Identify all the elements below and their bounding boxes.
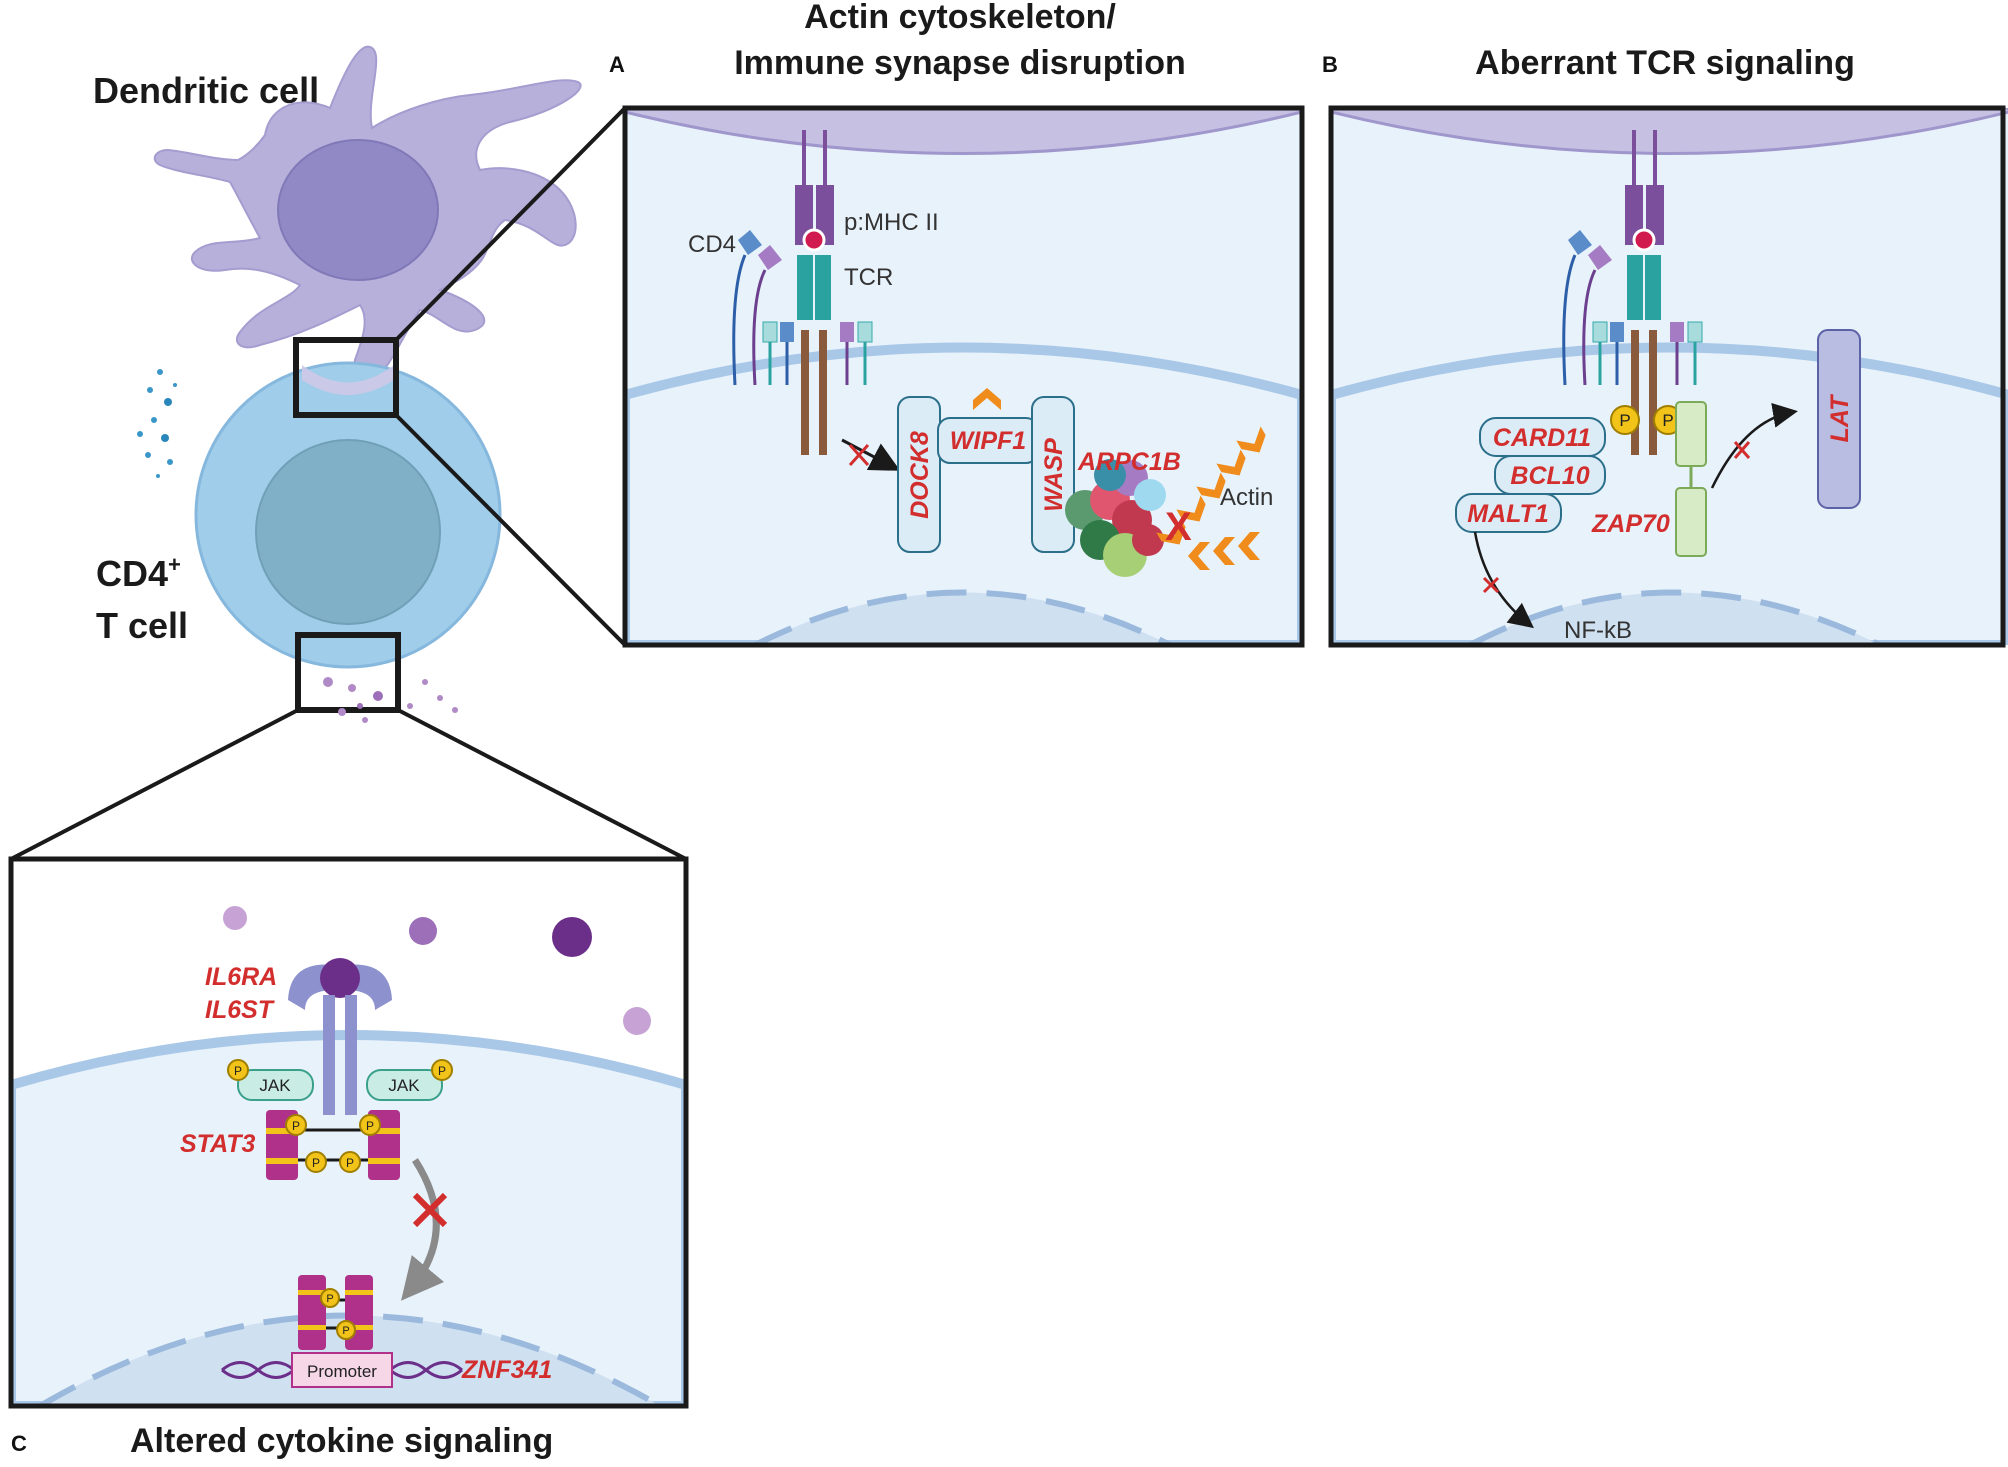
gene-il6st: IL6ST [205, 996, 276, 1024]
inhibition-cross-icon [1733, 441, 1751, 459]
translocation-arrow [401, 1158, 445, 1301]
svg-text:P: P [312, 1156, 320, 1170]
receptor-complex-a [732, 130, 873, 455]
zoom-connectors [10, 106, 687, 861]
pmhc-label: p:MHC II [844, 209, 939, 236]
panel-c-scene: IL6RA IL6ST JAK P JAK P P P [11, 859, 686, 1406]
t-cell [194, 361, 502, 669]
dna-right [389, 1361, 463, 1379]
zap70-lower [1675, 487, 1707, 557]
inhibition-cross-icon [412, 1192, 448, 1228]
zoom-box-synapse [293, 337, 399, 418]
gene-zap70: ZAP70 [1591, 510, 1670, 538]
svg-text:P: P [1619, 411, 1630, 430]
svg-text:P: P [346, 1156, 354, 1170]
arp23-complex [1065, 459, 1166, 577]
blocked-arrow-zap70 [1710, 402, 1798, 489]
gene-dock8: DOCK8 [906, 431, 934, 519]
lat-box [1817, 329, 1861, 509]
inhibition-cross-icon [1482, 576, 1500, 594]
gene-bcl10: BCL10 [1510, 462, 1589, 490]
gene-arpc1b: ARPC1B [1077, 448, 1181, 476]
cytokine-dot [409, 917, 437, 945]
panel-c-title: Altered cytokine signaling [130, 1422, 553, 1460]
gene-il6ra: IL6RA [205, 963, 277, 991]
gene-card11: CARD11 [1493, 424, 1591, 452]
panel-b-scene: P P ZAP70 LAT CARD11 BCL10 MALT1 NF-kB [1331, 108, 2008, 645]
cd4-label: CD4 [688, 231, 736, 258]
stat3-nuclear-dimer: P P [298, 1275, 373, 1350]
panel-c-letter: C [11, 1431, 27, 1456]
cytokine-dots-left [137, 369, 177, 478]
cytokine-dot [623, 1007, 651, 1035]
svg-text:JAK: JAK [259, 1076, 291, 1095]
svg-text:P: P [1662, 411, 1673, 430]
panel-a-title-line1: Actin cytoskeleton/ [804, 0, 1116, 36]
dendritic-cell [153, 45, 582, 383]
panel-a-letter: A [609, 52, 625, 77]
gene-lat: LAT [1826, 393, 1854, 442]
tcr-label: TCR [844, 264, 893, 291]
svg-text:P: P [234, 1064, 242, 1078]
t-cell-label-line1: CD4+ [96, 552, 181, 594]
jak-right: JAK P [366, 1059, 453, 1101]
svg-text:P: P [292, 1119, 300, 1133]
panel-b-title: Aberrant TCR signaling [1475, 44, 1855, 82]
actin-label: Actin [1220, 484, 1273, 511]
jak-left: JAK P [227, 1059, 314, 1101]
il6-receptor [288, 958, 392, 1115]
panel-a-frame [622, 105, 1305, 648]
cytokine-dot [552, 917, 592, 957]
svg-text:P: P [326, 1293, 333, 1305]
zoom-box-cytokine [295, 632, 401, 713]
gene-wasp: WASP [1040, 438, 1068, 512]
gene-znf341: ZNF341 [461, 1356, 552, 1384]
nfkb-label: NF-kB [1564, 617, 1632, 644]
cytokine-dots-bottom [323, 677, 458, 723]
panel-b-letter: B [1322, 52, 1338, 77]
gene-wipf1: WIPF1 [950, 427, 1026, 455]
dendritic-cell-label: Dendritic cell [93, 70, 319, 111]
cytokine-dot [223, 906, 247, 930]
dna-left [221, 1361, 295, 1379]
svg-text:P: P [366, 1119, 374, 1133]
gene-malt1: MALT1 [1467, 500, 1548, 528]
svg-text:P: P [438, 1064, 446, 1078]
inhibition-cross-icon-a: X [1165, 505, 1192, 549]
panel-c-frame [8, 856, 689, 1409]
promoter-box [291, 1352, 393, 1388]
receptor-complex-b [1562, 130, 1703, 455]
panel-a-title-line2: Immune synapse disruption [734, 44, 1186, 82]
svg-text:P: P [342, 1325, 349, 1337]
inhibition-cross-icon [848, 443, 870, 467]
zap70-upper [1675, 401, 1707, 467]
promoter-label: Promoter [307, 1362, 377, 1381]
panel-b-frame [1328, 105, 2006, 648]
gene-stat3: STAT3 [180, 1130, 256, 1158]
svg-text:JAK: JAK [388, 1076, 420, 1095]
t-cell-label-line2: T cell [96, 605, 188, 646]
stat3-dimer: P P P P [266, 1110, 400, 1180]
panel-a-scene: CD4 p:MHC II TCR DOCK8 WIPF1 WASP ARPC1B [625, 108, 1302, 645]
